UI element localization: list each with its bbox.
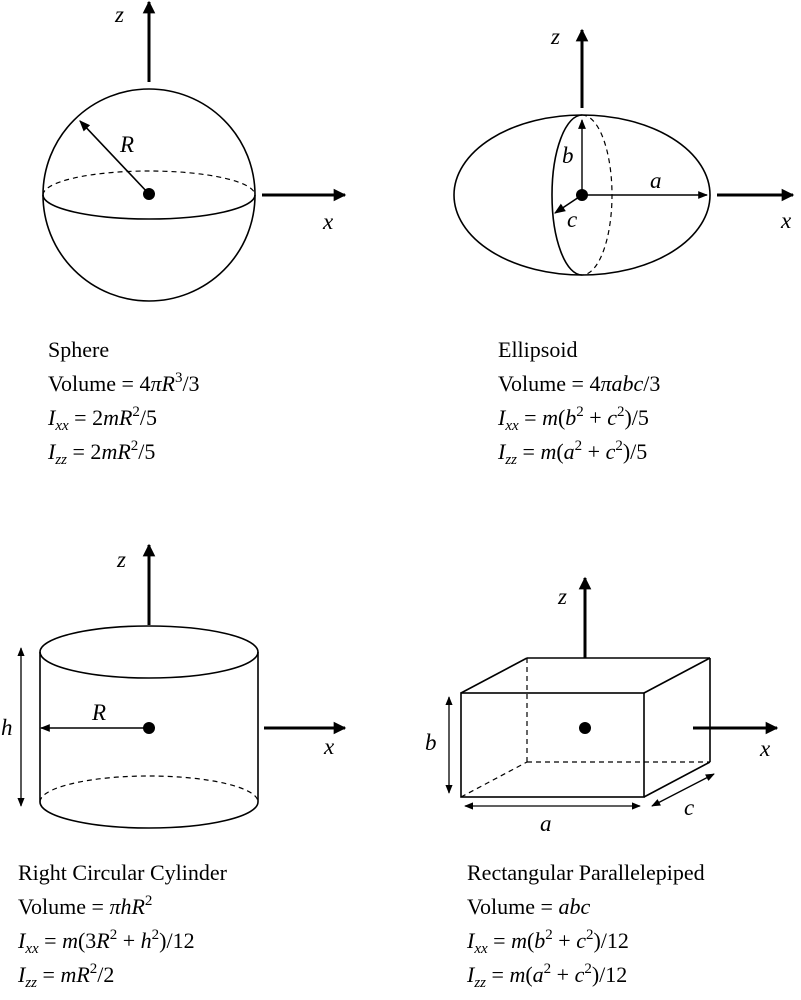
cylinder-caption: Right Circular Cylinder Volume = πhR2 Ix… — [18, 856, 227, 992]
parallelepiped-title: Rectangular Parallelepiped — [467, 860, 705, 885]
parallelepiped-volume: Volume = abc — [467, 894, 591, 919]
ellipsoid-section-front — [551, 114, 583, 276]
cylinder-bottom-front — [39, 801, 259, 829]
sphere-izz: Izz = 2mR2/5 — [48, 438, 156, 468]
ellipsoid-title: Ellipsoid — [498, 337, 578, 362]
ellipsoid-izz: Izz = m(a2 + c2)/5 — [498, 438, 648, 468]
box-edge-top-left — [460, 657, 528, 694]
ellipsoid-ixx: Ixx = m(b2 + c2)/5 — [498, 404, 649, 434]
box-edge-top-right — [643, 657, 711, 694]
sphere-title: Sphere — [48, 337, 110, 362]
box-x-label: x — [759, 736, 771, 761]
ellipsoid-caption: Ellipsoid Volume = 4πabc/3 Ixx = m(b2 + … — [498, 333, 660, 469]
cylinder-z-label: z — [116, 547, 126, 572]
sphere-caption: Sphere Volume = 4πR3/3 Ixx = 2mR2/5 Izz … — [48, 333, 200, 469]
cylinder-ixx: Ixx = m(3R2 + h2)/12 — [18, 927, 195, 957]
sphere-volume: Volume = 4πR3/3 — [48, 370, 200, 397]
box-a-label: a — [540, 811, 552, 836]
cylinder-izz: Izz = mR2/2 — [18, 961, 115, 991]
parallelepiped-figure — [445, 576, 779, 810]
ellipsoid-figure — [453, 28, 795, 276]
box-front-face — [460, 692, 645, 798]
cylinder-top — [39, 625, 259, 679]
ellipsoid-z-label: z — [550, 24, 560, 49]
cylinder-title: Right Circular Cylinder — [18, 860, 227, 885]
cylinder-R-label: R — [91, 700, 106, 725]
sphere-figure — [42, 0, 347, 302]
box-edge-bottom-right — [643, 761, 711, 798]
sphere-z-label: z — [114, 2, 124, 27]
parallelepiped-ixx: Ixx = m(b2 + c2)/12 — [467, 927, 629, 957]
sphere-radius-label: R — [119, 132, 134, 157]
box-b-label: b — [425, 730, 437, 755]
box-z-label: z — [557, 584, 567, 609]
cylinder-bottom-back — [39, 775, 259, 803]
ellipsoid-b-label: b — [562, 143, 574, 168]
sphere-equator-back — [42, 170, 256, 196]
sphere-equator-front — [42, 194, 256, 220]
sphere-ixx: Ixx = 2mR2/5 — [48, 404, 158, 434]
ellipsoid-center-dot — [576, 189, 588, 201]
cylinder-volume: Volume = πhR2 — [18, 893, 153, 920]
parallelepiped-caption: Rectangular Parallelepiped Volume = abc … — [467, 856, 705, 992]
box-hidden-diagonal — [460, 761, 528, 798]
box-center-dot — [579, 722, 591, 734]
cylinder-x-label: x — [323, 734, 335, 759]
ellipsoid-c-label: c — [567, 207, 577, 232]
box-c-label: c — [684, 795, 694, 820]
cylinder-center-dot — [143, 722, 155, 734]
ellipsoid-x-label: x — [780, 208, 792, 233]
sphere-radius-arrow — [79, 120, 150, 195]
parallelepiped-izz: Izz = m(a2 + c2)/12 — [467, 961, 628, 991]
ellipsoid-a-label: a — [650, 168, 662, 193]
cylinder-figure — [17, 543, 347, 829]
sphere-center-dot — [143, 188, 155, 200]
sphere-x-label: x — [322, 209, 334, 234]
cylinder-h-label: h — [1, 715, 13, 740]
ellipsoid-volume: Volume = 4πabc/3 — [498, 371, 661, 396]
box-c-arrow — [651, 773, 715, 807]
